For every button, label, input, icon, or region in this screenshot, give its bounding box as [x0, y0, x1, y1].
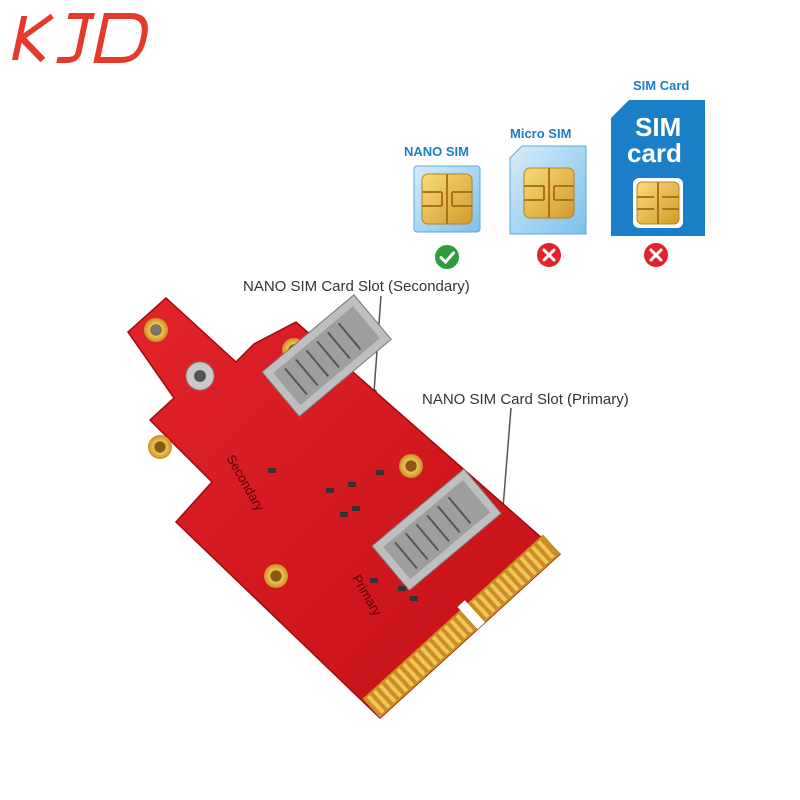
gold-edge-connector: [362, 534, 561, 718]
check-icon: [435, 245, 459, 269]
sim-card-option: SIM Card SIM card: [605, 76, 715, 276]
cross-icon: [644, 243, 668, 267]
sim-card-icon: [611, 100, 705, 236]
sim-card-label: SIM Card: [633, 78, 690, 93]
mounting-pad: [399, 454, 423, 478]
brand-logo: [11, 13, 148, 63]
sim-card-text-line-1: SIM: [635, 112, 682, 142]
nano-sim-card-icon: [413, 165, 481, 233]
nano-sim-slot-primary: [371, 468, 502, 592]
micro-sim-label: Micro SIM: [510, 126, 572, 141]
micro-sim-option: Micro SIM: [500, 120, 600, 270]
secondary-slot-callout: NANO SIM Card Slot (Secondary): [243, 278, 470, 295]
nano-sim-option: NANO SIM: [400, 140, 490, 270]
primary-callout-line: [502, 407, 512, 509]
nano-sim-slot-secondary: [261, 294, 392, 418]
sim-card-text-line-2: card: [627, 138, 682, 168]
nano-sim-label: NANO SIM: [404, 144, 469, 159]
smd-components: [268, 468, 418, 601]
mounting-pad: [264, 564, 288, 588]
micro-sim-card-icon: [509, 145, 587, 235]
cross-icon: [537, 243, 561, 267]
mounting-pad: [148, 435, 172, 459]
primary-slot-callout: NANO SIM Card Slot (Primary): [422, 391, 629, 408]
